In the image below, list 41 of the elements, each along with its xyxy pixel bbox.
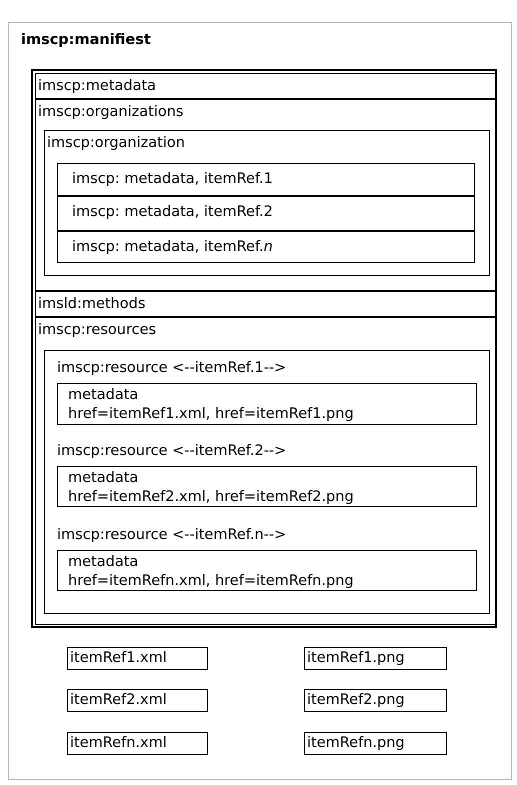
file-box	[67, 689, 208, 712]
item-row	[57, 231, 475, 263]
group-box	[44, 350, 490, 614]
resource-text: href=itemRefn.xml, href=itemRefn.png	[68, 572, 354, 590]
resource-heading: imscp:resource <--itemRef.n-->	[57, 526, 286, 544]
file-box	[67, 732, 208, 755]
resource-text: metadata	[68, 386, 138, 404]
item-label: imscp: metadata, itemRef.n	[72, 238, 273, 256]
file-name: itemRef1.xml	[70, 649, 167, 667]
file-name: itemRef1.png	[307, 649, 405, 667]
file-name: itemRefn.png	[307, 734, 405, 752]
resource-text: href=itemRef2.xml, href=itemRef2.png	[68, 488, 354, 506]
container-box	[31, 69, 497, 628]
file-name: itemRef2.png	[307, 691, 405, 709]
item-label: imscp: metadata, itemRef.2	[72, 203, 273, 221]
section-box	[44, 130, 490, 276]
resource-text: metadata	[68, 469, 138, 487]
item-row	[57, 196, 475, 231]
item-label: imscp: metadata, itemRef.1	[72, 170, 273, 188]
section-title: imscp:organization	[47, 134, 185, 152]
file-box	[67, 647, 208, 670]
section-title: imscp:resources	[38, 321, 156, 339]
resource-heading: imscp:resource <--itemRef.2-->	[57, 442, 286, 460]
file-name: itemRefn.xml	[70, 734, 167, 752]
diagram-frame	[8, 22, 512, 780]
resource-heading: imscp:resource <--itemRef.1-->	[57, 359, 286, 377]
box-heading: imscp:manifiest	[21, 31, 151, 49]
resource-text: metadata	[68, 553, 138, 571]
section-box	[35, 317, 497, 625]
file-name: itemRef2.xml	[70, 691, 167, 709]
section-box	[35, 291, 497, 317]
section-title: imsld:methods	[38, 295, 146, 313]
file-box	[304, 689, 447, 712]
section-box	[35, 73, 497, 99]
resource-text: href=itemRef1.xml, href=itemRef1.png	[68, 405, 354, 423]
file-box	[304, 647, 447, 670]
section-box	[35, 99, 497, 291]
section-title: imscp:organizations	[38, 103, 184, 121]
section-title: imscp:metadata	[38, 77, 156, 95]
item-row	[57, 163, 475, 196]
file-box	[304, 732, 447, 755]
